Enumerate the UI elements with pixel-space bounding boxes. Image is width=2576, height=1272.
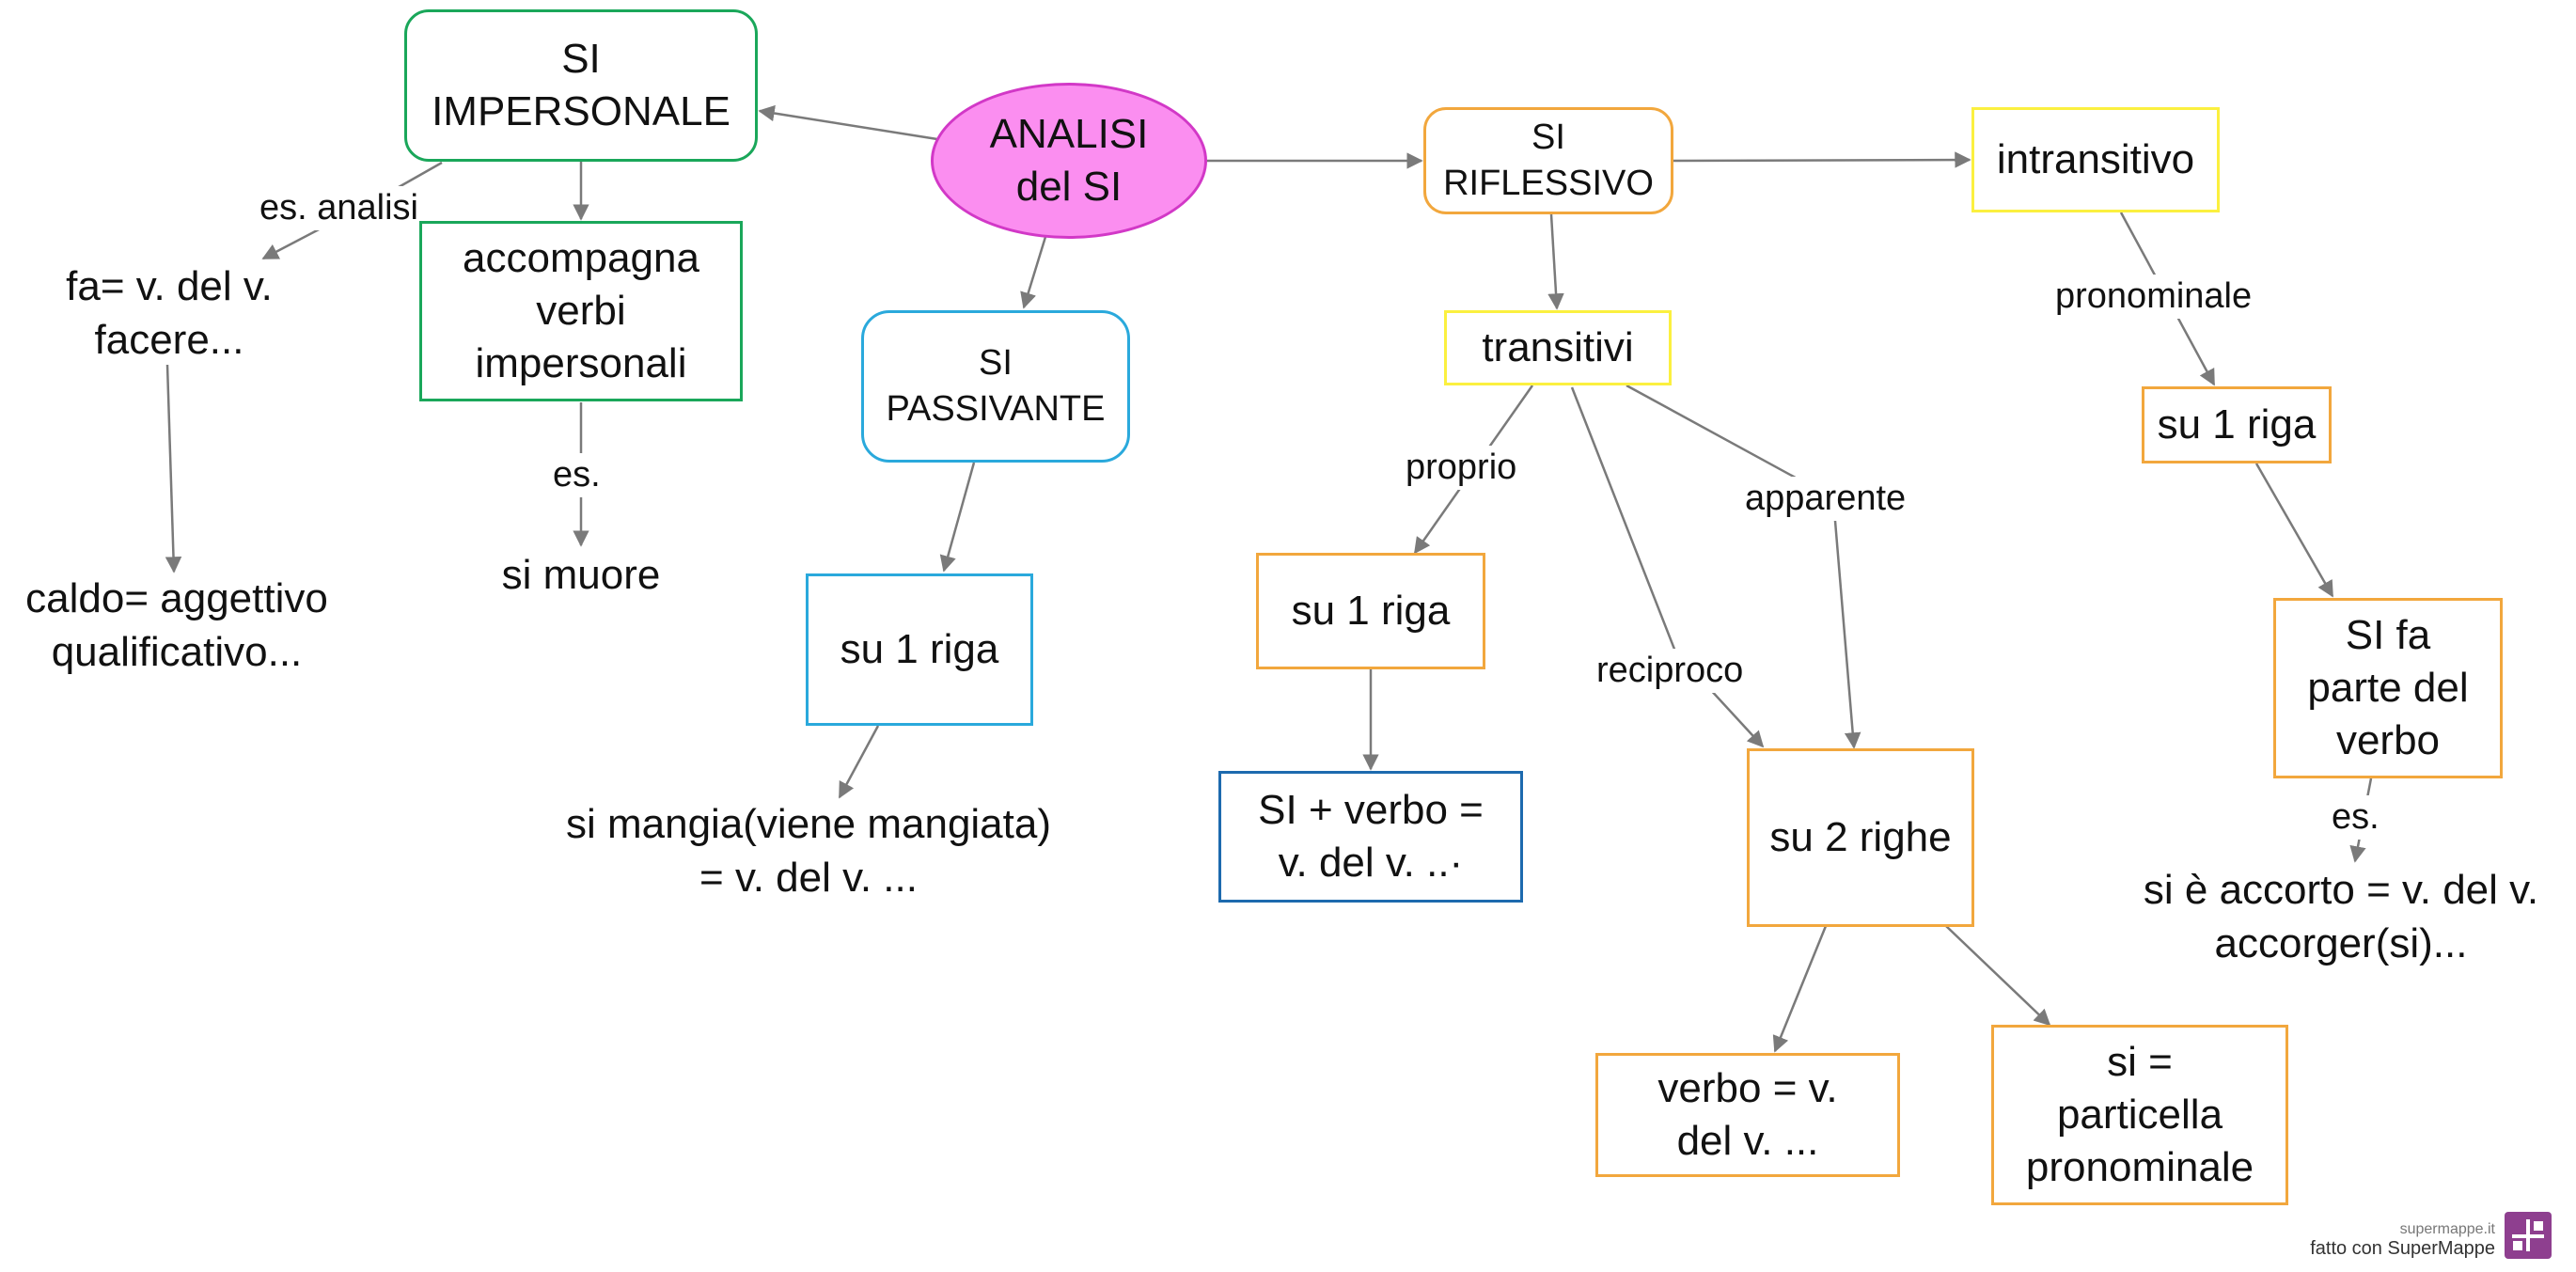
edge-su2righe-particella <box>1945 925 2051 1027</box>
node-si-fa-parte[interactable]: SI fa parte del verbo <box>2273 598 2503 778</box>
node-si-verbo[interactable]: SI + verbo = v. del v. ..· <box>1218 771 1523 903</box>
edge-su1riga-sifaparte <box>2254 463 2334 598</box>
edge-label-proprio: proprio <box>1400 446 1523 490</box>
node-si-particella[interactable]: si = particella pronominale <box>1991 1025 2288 1205</box>
edge-label-es-analisi: es. analisi <box>254 186 424 230</box>
edge-label-pronominale: pronominale <box>2050 275 2258 319</box>
footer-made-with: fatto con SuperMappe <box>2310 1238 2495 1259</box>
node-su1riga-passivante-label: su 1 riga <box>840 625 999 672</box>
node-su2righe-label: su 2 righe <box>1769 813 1952 860</box>
edge-analisi-passivante <box>1020 236 1047 309</box>
supermappe-logo-icon <box>2505 1212 2552 1259</box>
footer-site: supermappe.it <box>2399 1221 2495 1238</box>
node-accompagna[interactable]: accompagna verbi impersonali <box>419 221 743 401</box>
edge-label-apparente: apparente <box>1739 477 1912 521</box>
node-si-passivante[interactable]: SI PASSIVANTE <box>861 310 1130 463</box>
node-si-mangia: si mangia(viene mangiata) = v. del v. ..… <box>565 801 1052 902</box>
footer-branding: supermappe.it fatto con SuperMappe <box>2310 1212 2552 1259</box>
edge-passivante-su1riga <box>939 462 976 573</box>
node-si-particella-label: si = particella pronominale <box>2025 1038 2254 1191</box>
edge-transitivi-su2righe-apparente <box>1626 384 1861 749</box>
node-intransitivo[interactable]: intransitivo <box>1971 107 2220 212</box>
node-verbo-v[interactable]: verbo = v. del v. ... <box>1595 1053 1900 1177</box>
node-transitivi[interactable]: transitivi <box>1444 310 1672 385</box>
edge-label-reciproco: reciproco <box>1591 649 1750 693</box>
node-analisi-si-label: ANALISI del SI <box>989 110 1149 210</box>
node-su1riga-passivante[interactable]: su 1 riga <box>806 573 1033 726</box>
node-fa-v: fa= v. del v. facere... <box>66 263 273 364</box>
edge-analisi-impersonale <box>758 104 938 141</box>
node-verbo-v-label: verbo = v. del v. ... <box>1657 1064 1838 1164</box>
edge-label-es-accorto: es. <box>2326 795 2385 840</box>
node-su1riga-riflessivo-label: su 1 riga <box>1291 587 1451 634</box>
node-analisi-si[interactable]: ANALISI del SI <box>931 83 1207 239</box>
node-si-passivante-label: SI PASSIVANTE <box>886 343 1106 429</box>
node-si-riflessivo[interactable]: SI RIFLESSIVO <box>1423 107 1673 214</box>
edge-riflessivo-transitivi <box>1547 213 1564 310</box>
edge-su1riga-mangia <box>838 725 880 799</box>
edge-fa-caldo <box>165 364 182 573</box>
edge-label-es: es. <box>547 453 606 497</box>
node-su2righe[interactable]: su 2 righe <box>1747 748 1974 927</box>
node-si-impersonale-label: SI IMPERSONALE <box>432 35 730 134</box>
node-caldo: caldo= aggettivo qualificativo... <box>25 575 328 676</box>
node-si-fa-parte-label: SI fa parte del verbo <box>2307 611 2469 764</box>
node-intransitivo-label: intransitivo <box>1996 135 2195 182</box>
node-su1riga-intransitivo-label: su 1 riga <box>2157 400 2317 448</box>
node-si-verbo-label: SI + verbo = v. del v. ..· <box>1258 786 1484 886</box>
node-si-riflessivo-label: SI RIFLESSIVO <box>1443 118 1654 203</box>
node-si-impersonale[interactable]: SI IMPERSONALE <box>404 9 758 162</box>
edge-su2righe-verbo <box>1772 925 1828 1053</box>
node-su1riga-riflessivo[interactable]: su 1 riga <box>1256 553 1485 669</box>
node-transitivi-label: transitivi <box>1482 323 1634 370</box>
node-accompagna-label: accompagna verbi impersonali <box>463 234 699 387</box>
edge-riflessivo-intransitivo <box>1673 151 1971 168</box>
node-su1riga-intransitivo[interactable]: su 1 riga <box>2142 386 2332 463</box>
node-si-accorto: si è accorto = v. del v. accorger(si)... <box>2143 867 2539 967</box>
node-si-muore: si muore <box>501 552 661 598</box>
